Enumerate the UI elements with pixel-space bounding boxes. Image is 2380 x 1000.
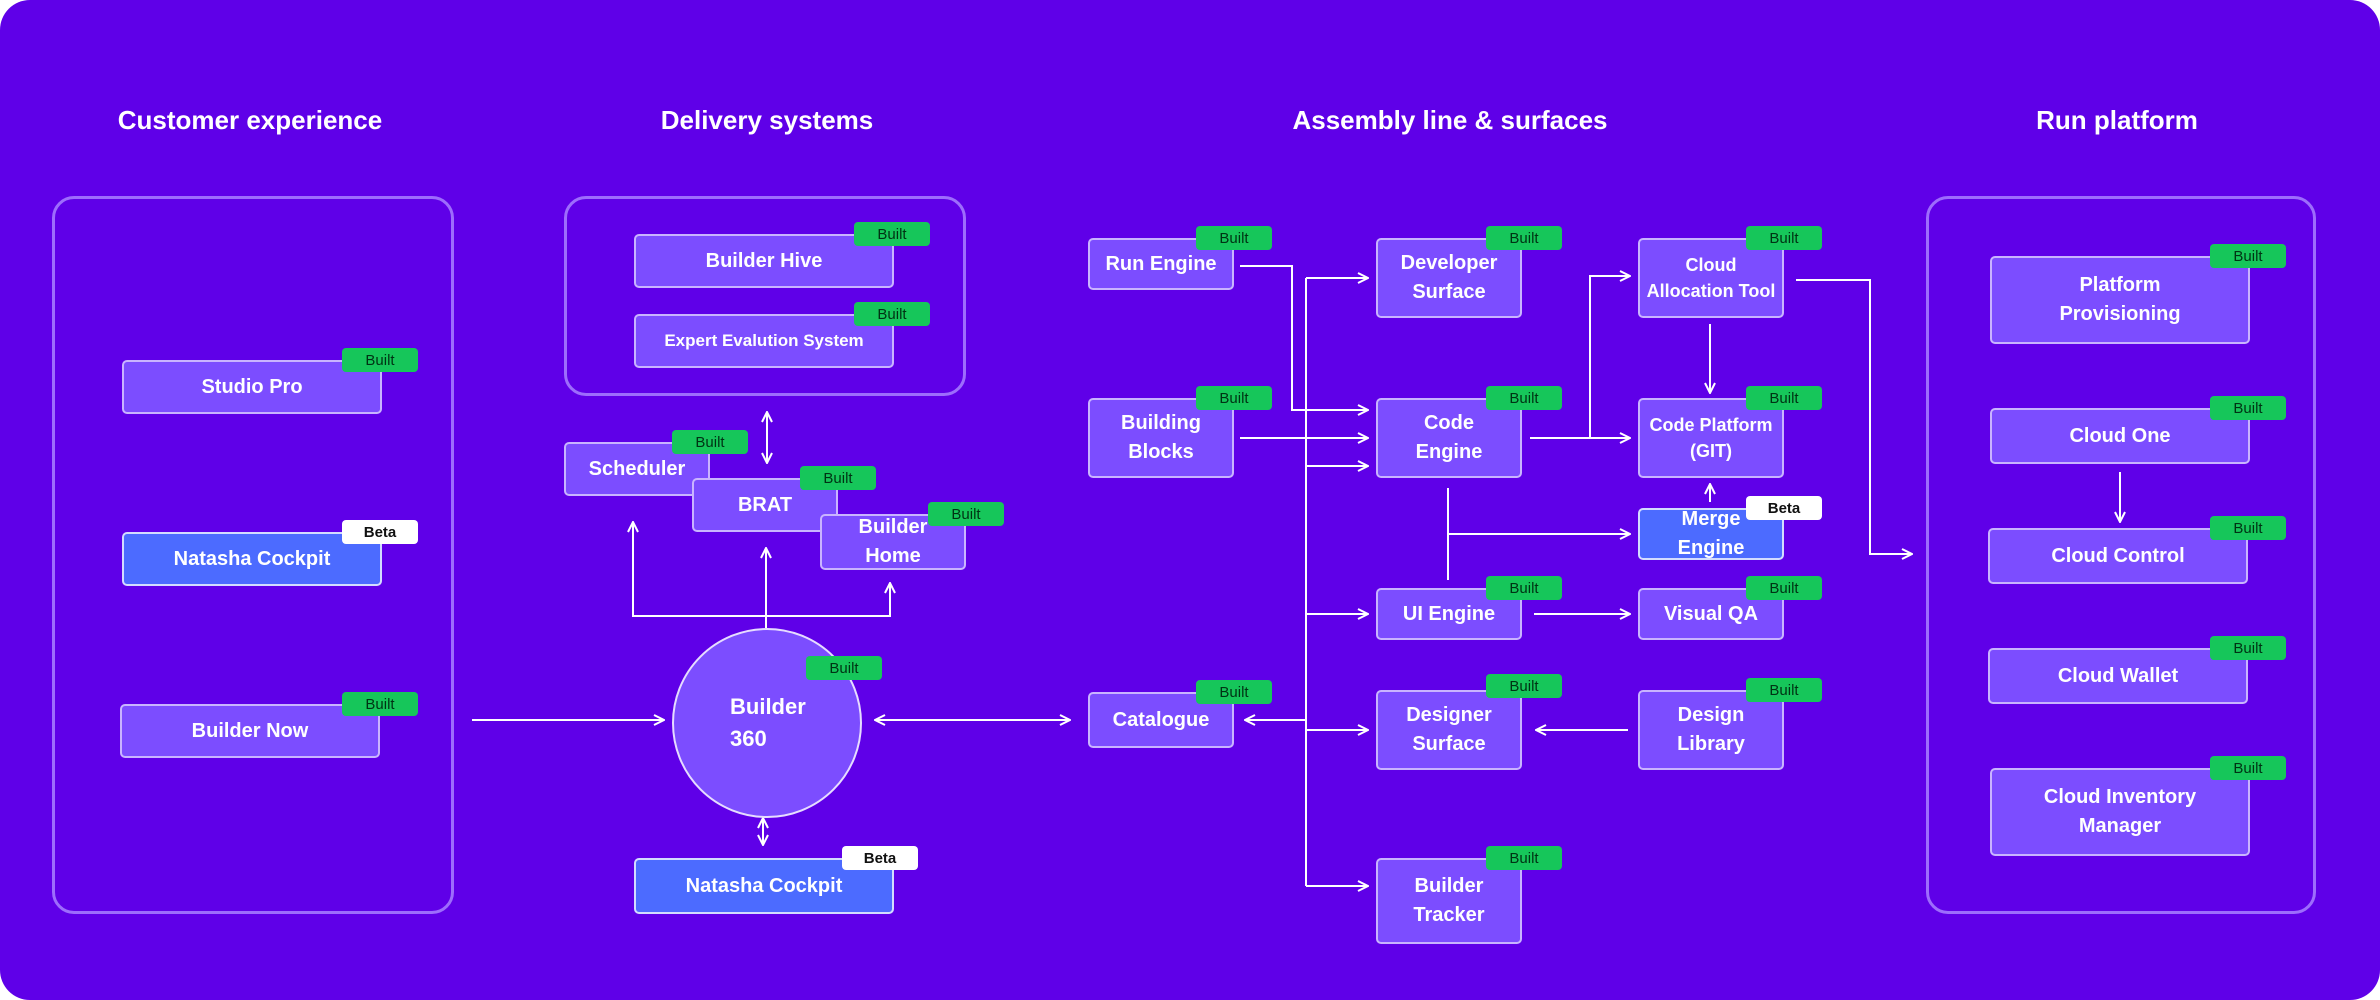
node-label: BRAT xyxy=(737,493,793,516)
edge-fork-scheduler xyxy=(633,522,766,617)
badge-built: Built xyxy=(800,466,876,490)
node-label: Cloud Wallet xyxy=(2057,664,2179,687)
badge-beta: Beta xyxy=(842,846,918,870)
node-label: Builder Hive xyxy=(705,249,823,272)
badge-built: Built xyxy=(1746,576,1822,600)
node-natasha-cockpit[interactable]: Natasha Cockpit xyxy=(122,532,382,586)
node-label: UI Engine xyxy=(1402,602,1496,625)
badge-built: Built xyxy=(2210,756,2286,780)
node-label: Builder Now xyxy=(191,719,309,742)
badge-built: Built xyxy=(854,302,930,326)
column-title-assembly: Assembly line & surfaces xyxy=(1292,105,1608,135)
badge-built: Built xyxy=(2210,516,2286,540)
badge-built: Built xyxy=(806,656,882,680)
node-label: Code Platform(GIT) xyxy=(1649,414,1773,461)
node-label: Cloud One xyxy=(2069,424,2171,447)
badge-built: Built xyxy=(2210,396,2286,420)
badge-built: Built xyxy=(1486,674,1562,698)
column-title-delivery: Delivery systems xyxy=(660,105,874,135)
node-label: Studio Pro xyxy=(201,375,303,398)
badge-built: Built xyxy=(1486,576,1562,600)
badge-built: Built xyxy=(928,502,1004,526)
badge-built: Built xyxy=(1486,386,1562,410)
node-builder-hive[interactable]: Builder Hive xyxy=(634,234,894,288)
group-customer-experience xyxy=(52,196,454,914)
column-title-run: Run platform xyxy=(2036,105,2198,135)
node-studio-pro[interactable]: Studio Pro xyxy=(122,360,382,414)
badge-built: Built xyxy=(672,430,748,454)
badge-built: Built xyxy=(1746,678,1822,702)
edge-fork-builder-home xyxy=(766,583,890,617)
badge-beta: Beta xyxy=(342,520,418,544)
node-cloud-wallet[interactable]: Cloud Wallet xyxy=(1988,648,2248,704)
node-label: Natasha Cockpit xyxy=(173,547,331,570)
node-label: Run Engine xyxy=(1105,252,1217,275)
node-merge-engine[interactable]: Merge Engine xyxy=(1638,508,1784,560)
edge-code-engine-merge xyxy=(1447,488,1630,534)
badge-built: Built xyxy=(342,692,418,716)
node-label: Merge Engine xyxy=(1677,508,1745,559)
node-label: Visual QA xyxy=(1663,602,1759,625)
badge-built: Built xyxy=(1196,680,1272,704)
node-cloud-one[interactable]: Cloud One xyxy=(1990,408,2250,464)
group-delivery-top xyxy=(564,196,966,396)
badge-built: Built xyxy=(1746,226,1822,250)
edge-run-engine-code-engine xyxy=(1240,265,1368,410)
badge-built: Built xyxy=(2210,636,2286,660)
node-cloud-control[interactable]: Cloud Control xyxy=(1988,528,2248,584)
node-label: Catalogue xyxy=(1112,708,1210,731)
badge-built: Built xyxy=(342,348,418,372)
badge-built: Built xyxy=(854,222,930,246)
badge-built: Built xyxy=(1196,226,1272,250)
badge-beta: Beta xyxy=(1746,496,1822,520)
group-run-platform xyxy=(1926,196,2316,914)
badge-built: Built xyxy=(1746,386,1822,410)
edge-assembly-run-platform xyxy=(1796,279,1912,554)
node-visual-qa[interactable]: Visual QA xyxy=(1638,588,1784,640)
edge-code-engine-cloud-allocation xyxy=(1530,276,1630,439)
node-brat[interactable]: BRAT xyxy=(692,478,838,532)
badge-built: Built xyxy=(1486,226,1562,250)
badge-built: Built xyxy=(1196,386,1272,410)
node-label: Cloud Control xyxy=(2051,544,2185,567)
node-label: Natasha Cockpit xyxy=(685,874,843,897)
node-label: Expert Evalution System xyxy=(664,330,864,350)
badge-built: Built xyxy=(1486,846,1562,870)
node-code-platform-git[interactable]: Code Platform(GIT) xyxy=(1638,398,1784,478)
badge-built: Built xyxy=(2210,244,2286,268)
column-title-customer: Customer experience xyxy=(117,105,383,135)
node-expert-evaluation-system[interactable]: Expert Evalution System xyxy=(634,314,894,368)
node-label: Builder Home xyxy=(858,516,928,567)
node-label: Scheduler xyxy=(588,457,686,480)
node-builder-now[interactable]: Builder Now xyxy=(120,704,380,758)
